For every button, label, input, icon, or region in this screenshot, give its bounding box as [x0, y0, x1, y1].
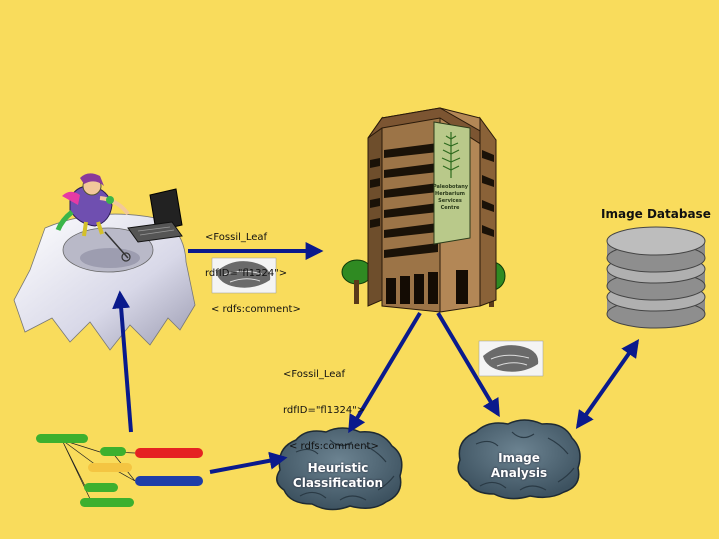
- rdf-top-line-2: rdfID="fl1324">: [205, 268, 288, 279]
- sign-line-2: Herbarium: [435, 191, 465, 197]
- laptop-keys: [137, 226, 175, 236]
- sign-line-3: Services: [438, 198, 462, 204]
- fossil-slab-shadow: [80, 248, 140, 268]
- researcher-illustration: [13, 173, 196, 351]
- rdf-top-line-1: <Fossil_Leaf: [205, 232, 268, 243]
- heuristic-line-1: Heuristic: [307, 461, 369, 475]
- tree-node-green-4: [80, 498, 134, 507]
- magnifier-glass: [121, 252, 131, 262]
- analysis-line-2: Analysis: [490, 466, 548, 480]
- rdf-snippet-mid: <Fossil_Leaf rdfID="fl1324"> < rdfs:comm…: [283, 345, 379, 465]
- ontology-tree-diagram: [36, 434, 203, 507]
- tree-node-root: [36, 434, 88, 443]
- research-building: [341, 107, 506, 313]
- tree-node-green-2: [100, 447, 126, 456]
- fossil-thumbnail-mid: [478, 340, 544, 377]
- analysis-line-1: Image: [498, 451, 540, 465]
- tree-node-blue: [135, 476, 203, 486]
- arrow-building-to-analysis: [436, 311, 500, 418]
- building-windows: [370, 143, 494, 258]
- heuristic-classification-brain: [276, 427, 403, 511]
- arrow-database-analysis: [575, 339, 640, 429]
- tree-node-yellow: [88, 463, 132, 472]
- rdf-top-line-3: < rdfs:comment>: [211, 304, 301, 315]
- image-database-icon: [606, 226, 706, 329]
- image-analysis-label: Image Analysis: [464, 451, 574, 481]
- tree-node-red: [135, 448, 203, 458]
- building-doors: [386, 270, 468, 304]
- sign-line-1: Paleobotany: [433, 184, 469, 190]
- rdf-mid-line-2: rdfID="fl1324">: [283, 405, 366, 416]
- building-sign: [433, 121, 471, 245]
- image-database-title: Image Database: [601, 207, 711, 221]
- laptop-screen: [149, 188, 183, 232]
- heuristic-classification-label: Heuristic Classification: [282, 461, 394, 491]
- fern-leaf-icon: [441, 132, 461, 178]
- sign-line-4: Centre: [440, 205, 460, 211]
- rdf-mid-line-3: < rdfs:comment>: [289, 441, 379, 452]
- arrow-building-to-heuristic: [348, 311, 422, 434]
- building-sign-text: Paleobotany Herbarium Services Centre: [433, 184, 469, 212]
- fossil-thumbnail-top: [211, 257, 277, 294]
- person-figure: [55, 173, 130, 237]
- tree-node-green-3: [84, 483, 118, 492]
- arrow-tree-to-researcher: [112, 290, 133, 433]
- arrow-tree-to-heuristic: [209, 451, 288, 474]
- rdf-mid-line-1: <Fossil_Leaf: [283, 369, 346, 380]
- rdf-snippet-top: <Fossil_Leaf rdfID="fl1324"> < rdfs:comm…: [205, 208, 301, 328]
- image-analysis-brain: [457, 419, 581, 500]
- flow-arrows: [112, 242, 640, 474]
- heuristic-line-2: Classification: [292, 476, 384, 490]
